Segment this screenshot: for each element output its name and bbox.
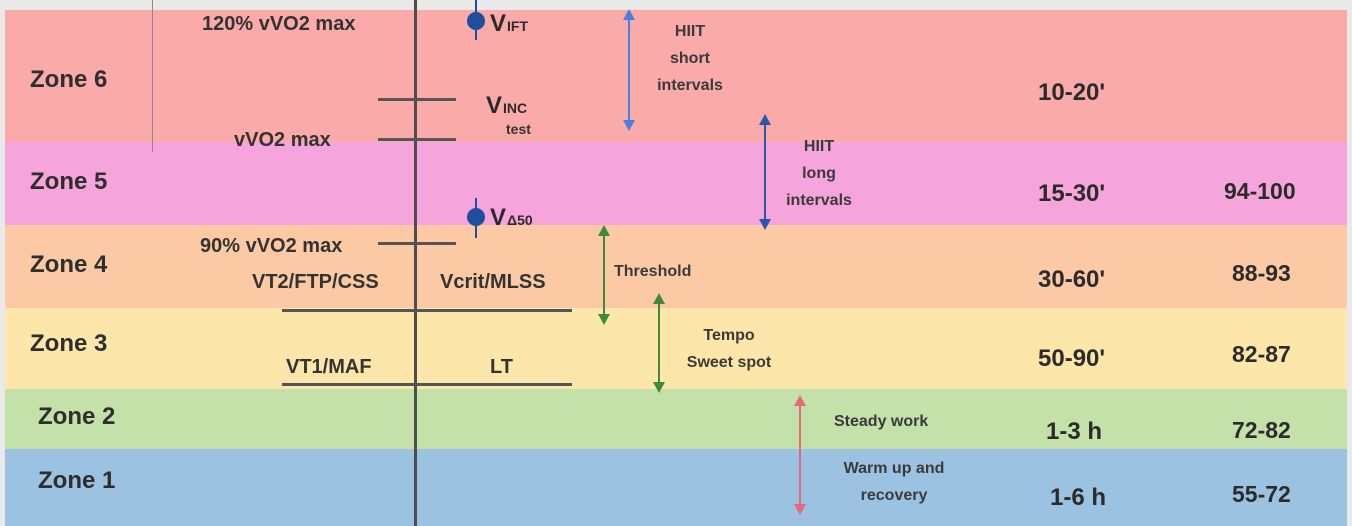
- vt1-label: VT1/MAF: [286, 356, 372, 378]
- hiit-long-line-2: long: [802, 165, 836, 182]
- vift-label: VIFT: [490, 10, 528, 38]
- vinc-main: V: [486, 92, 503, 119]
- tempo-line-2: Sweet spot: [686, 354, 772, 371]
- zone-4-label: Zone 4: [30, 251, 108, 278]
- zone-2-label: Zone 2: [38, 403, 116, 430]
- vvo2-120-label: 120% vVO2 max: [202, 13, 356, 35]
- vd50-dot: [467, 208, 485, 226]
- vvo2-90-label: 90% vVO2 max: [200, 235, 343, 257]
- zone-5-label: Zone 5: [30, 168, 108, 195]
- tempo-arrow: [653, 293, 665, 393]
- vd50-sub: Δ50: [507, 212, 533, 228]
- main-axis-line: [414, 0, 417, 526]
- zone-4-band: [5, 225, 1347, 308]
- zone-1-hr: 55-72: [1232, 481, 1291, 507]
- vt2-label: VT2/FTP/CSS: [252, 271, 379, 293]
- zone-3-time: 50-90': [1038, 345, 1106, 372]
- zone-6-time: 10-20': [1038, 79, 1106, 106]
- vt2-line: [282, 309, 572, 312]
- vd50-label: VΔ50: [490, 204, 533, 232]
- hiit-short-line-1: HIIT: [674, 23, 706, 40]
- hiit-short-line-2: short: [670, 50, 710, 67]
- zone-5-band: [5, 142, 1347, 225]
- steady-note: Steady work: [834, 413, 929, 430]
- vvo2-90-line: [378, 242, 456, 245]
- threshold-note: Threshold: [614, 263, 692, 280]
- zone-2-band: [5, 389, 1347, 449]
- hiit-long-line-3: intervals: [786, 192, 852, 209]
- tempo-note: Tempo Sweet spot: [670, 322, 788, 376]
- vt1-line: [282, 383, 572, 386]
- vvo2-max-label: vVO2 max: [234, 129, 331, 151]
- vinc-sub: INC: [503, 100, 528, 116]
- zone-5-time: 15-30': [1038, 180, 1106, 207]
- zone-4-hr: 88-93: [1232, 260, 1291, 286]
- hiit-long-note: HIIT long intervals: [774, 133, 864, 214]
- threshold-arrow: [598, 225, 610, 325]
- hiit-short-arrow: [623, 9, 635, 131]
- vvo2max-line: [378, 138, 456, 141]
- zone-3-label: Zone 3: [30, 330, 108, 357]
- hiit-short-note: HIIT short intervals: [640, 18, 740, 99]
- vinc-line: [378, 98, 456, 101]
- vift-main: V: [490, 10, 507, 37]
- vinc-note: test: [506, 121, 531, 137]
- hiit-long-line-1: HIIT: [803, 138, 835, 155]
- zone-1-time: 1-6 h: [1050, 484, 1107, 511]
- hiit-long-arrow: [759, 114, 771, 230]
- warmup-line-1: Warm up and: [843, 460, 945, 477]
- steady-arrow: [794, 395, 806, 515]
- warmup-line-2: recovery: [860, 487, 928, 504]
- vinc-label: VINC: [486, 92, 527, 120]
- zone-6-label: Zone 6: [30, 66, 108, 93]
- tempo-line-1: Tempo: [703, 327, 755, 344]
- zone-6-divider: [152, 0, 153, 152]
- zone-6-band: [5, 10, 1347, 142]
- zone-1-band: [5, 449, 1347, 526]
- zone-2-hr: 72-82: [1232, 417, 1291, 443]
- zone-3-hr: 82-87: [1232, 341, 1291, 367]
- zone-2-time: 1-3 h: [1046, 418, 1103, 445]
- zone-4-time: 30-60': [1038, 266, 1106, 293]
- vcrit-label: Vcrit/MLSS: [440, 271, 546, 293]
- zone-1-label: Zone 1: [38, 467, 116, 494]
- warmup-note: Warm up and recovery: [826, 455, 962, 509]
- hiit-short-line-3: intervals: [657, 77, 723, 94]
- vift-dot: [467, 12, 485, 30]
- vd50-main: V: [490, 204, 507, 231]
- lt-label: LT: [490, 356, 513, 378]
- vift-sub: IFT: [507, 18, 529, 34]
- zone-3-band: [5, 308, 1347, 389]
- zone-5-hr: 94-100: [1224, 178, 1296, 204]
